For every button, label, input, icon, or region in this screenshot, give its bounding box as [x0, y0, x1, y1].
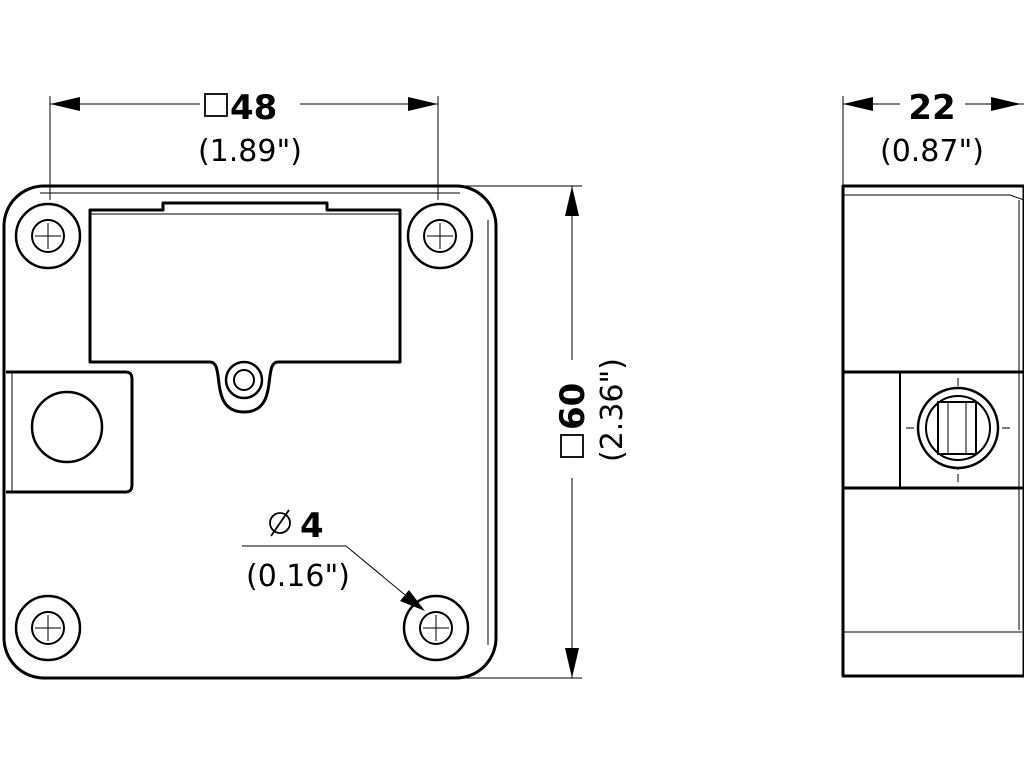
side-view: 22 (0.87"): [841, 88, 1024, 678]
round-button: [30, 390, 104, 464]
diameter-symbol: [269, 509, 291, 537]
side-plate: [899, 371, 1024, 489]
height-inch: (2.36"): [595, 358, 630, 462]
height-dimension: 60 (2.36"): [458, 185, 630, 679]
side-body-outline: [841, 184, 1024, 678]
depth-value: 22: [908, 88, 955, 128]
square-symbol: [204, 93, 228, 117]
latch-window: [88, 201, 402, 414]
cylinder-end: [906, 378, 1010, 484]
height-value: 60: [553, 383, 593, 430]
side-step-edge: [1009, 194, 1024, 201]
mounting-hole-top-left: [14, 202, 82, 270]
depth-dimension: 22 (0.87"): [842, 88, 1024, 186]
width-inch: (1.89"): [198, 134, 302, 169]
cam-plate: [6, 370, 134, 494]
mounting-hole-top-right: [406, 202, 474, 270]
front-view: 48 (1.89") 60 (2.36") 4 (0.16"): [2, 88, 630, 680]
hole-diameter-callout: 4 (0.16"): [242, 506, 425, 611]
bolt-boss-inner: [233, 369, 255, 391]
depth-inch: (0.87"): [880, 134, 984, 169]
width-dimension: 48 (1.89"): [49, 88, 439, 200]
width-value: 48: [230, 88, 277, 128]
square-symbol: [560, 434, 584, 458]
mounting-hole-bottom-left: [14, 594, 82, 662]
hole-inch: (0.16"): [246, 559, 350, 594]
hole-value: 4: [300, 506, 324, 546]
housing-outline: [2, 184, 498, 680]
